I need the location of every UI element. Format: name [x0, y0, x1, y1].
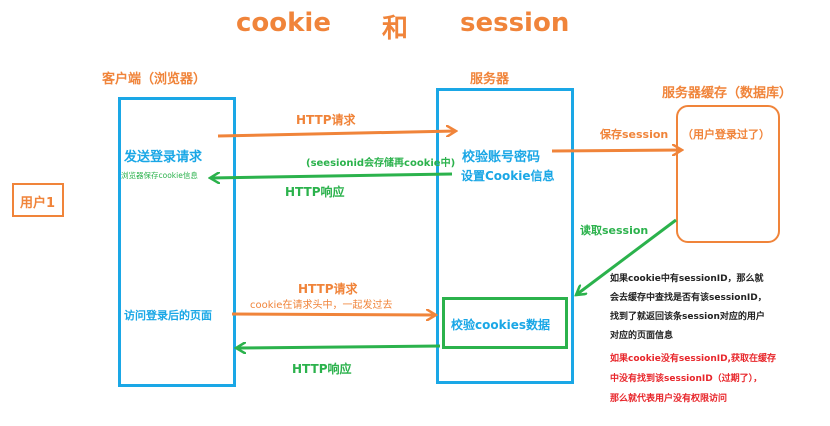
note-missing-line: 如果cookie没有sessionID,获取在缓存: [610, 354, 776, 364]
label-http-response-1: HTTP响应: [285, 185, 345, 199]
note-found-line: 找到了就返回该条session对应的用户: [610, 312, 765, 322]
server-header: 服务器: [470, 72, 510, 87]
client-send-login: 发送登录请求: [124, 150, 203, 165]
note-found-line: 对应的页面信息: [610, 331, 674, 341]
label-http-request-2: HTTP请求: [298, 282, 358, 296]
note-missing-line: 那么就代表用户没有权限访问: [610, 394, 728, 404]
cache-save-session: 保存session: [600, 128, 669, 141]
client-box: [118, 97, 236, 387]
client-visit-page: 访问登录后的页面: [124, 309, 212, 322]
cache-box: [676, 105, 780, 243]
label-http-response-2: HTTP响应: [292, 362, 352, 376]
cache-header: 服务器缓存（数据库）: [662, 86, 793, 101]
server-verify-cookies: 校验cookies数据: [451, 318, 550, 332]
note-found-line: 会去缓存中查找是否有该sessionID，: [610, 293, 767, 303]
cache-logged-in: （用户登录过了）: [682, 128, 770, 141]
verify-cookies-box: 校验cookies数据: [442, 297, 568, 349]
label-http-request-1: HTTP请求: [296, 113, 356, 127]
arrow-http-request-1: [217, 131, 456, 138]
note-found-line: 如果cookie中有sessionID，那么就: [610, 274, 764, 284]
title-cookie: cookie: [236, 8, 331, 38]
arrow-read-session: [576, 218, 677, 295]
user-box: 用户1: [12, 183, 64, 217]
label-read-session: 读取session: [580, 224, 649, 237]
client-header: 客户端（浏览器）: [102, 72, 207, 87]
title-session: session: [460, 8, 570, 38]
label-session-note: (seesionid会存储再cookie中): [306, 158, 456, 169]
user-label: 用户1: [20, 196, 56, 211]
label-cookie-in-header: cookie在请求头中，一起发过去: [250, 300, 393, 311]
arrow-http-response-2: [236, 346, 441, 348]
arrow-http-response-1: [210, 174, 453, 178]
note-missing-line: 中没有找到该sessionID（过期了），: [610, 374, 763, 384]
server-set-cookie: 设置Cookie信息: [461, 169, 555, 183]
server-box: [436, 88, 574, 384]
arrow-http-request-2: [231, 314, 436, 315]
title-and: 和: [382, 14, 409, 44]
server-verify-account: 校验账号密码: [462, 150, 541, 165]
client-save-cookie: 浏览器保存cookie信息: [121, 171, 198, 180]
arrow-save-session: [551, 150, 682, 151]
